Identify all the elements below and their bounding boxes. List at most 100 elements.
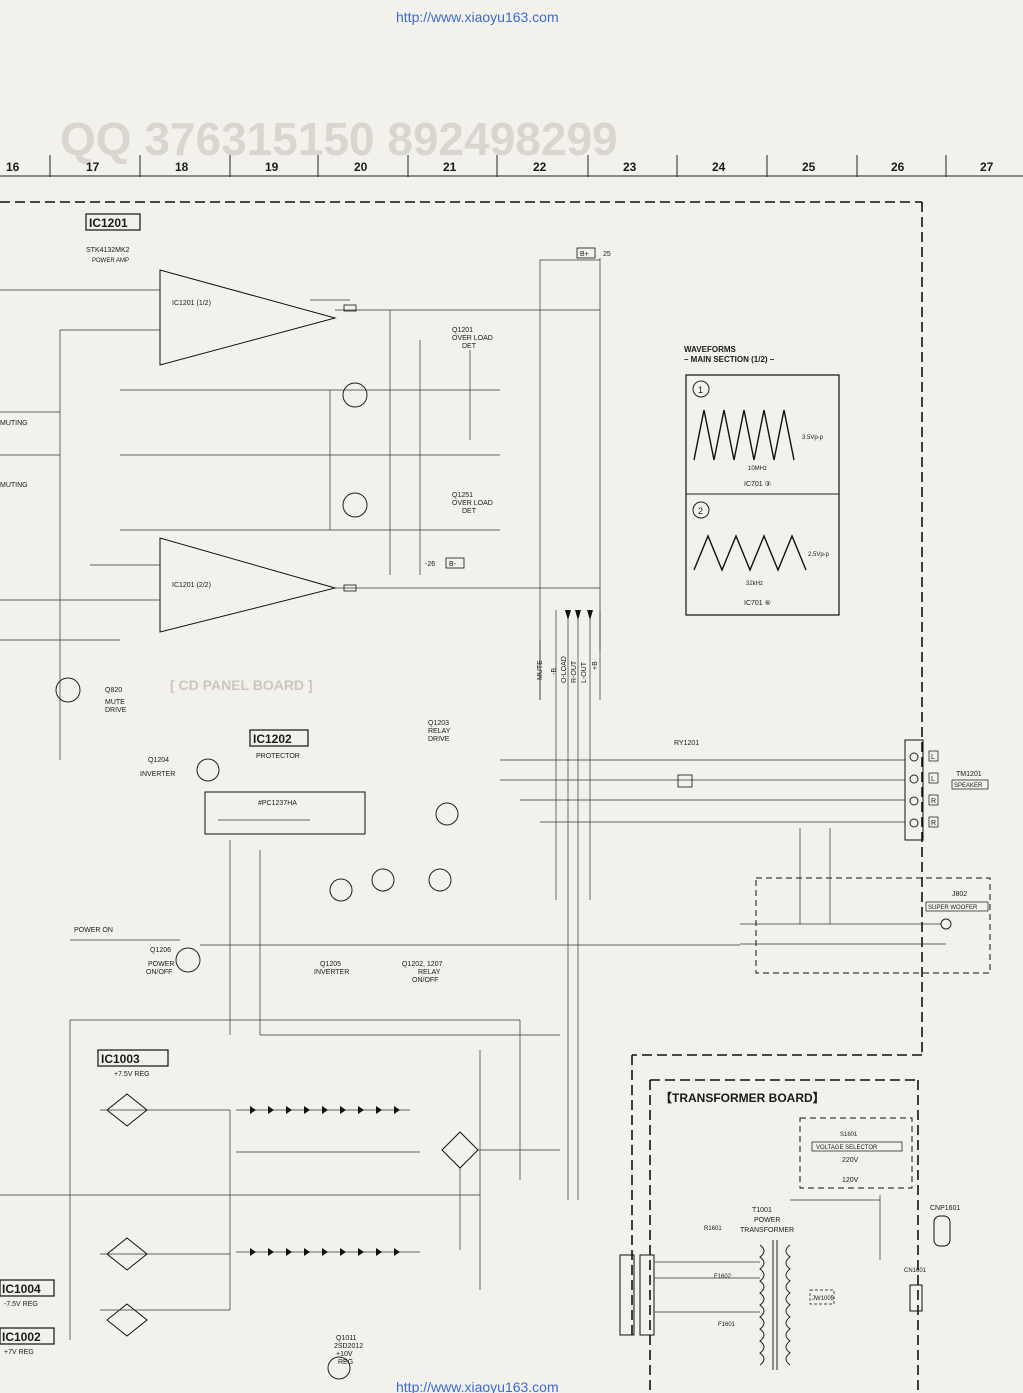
voltage-selector-120: 120V (842, 1177, 859, 1184)
waveform-1-ref: IC701 ③ (744, 480, 771, 488)
woofer-name: SUPER WOOFER (928, 905, 978, 911)
grid-col-20: 20 (354, 160, 368, 174)
grid-col-27: 27 (980, 160, 994, 174)
q820-mute: MUTE (105, 699, 125, 706)
ic1002-desc: +7V REG (4, 1349, 34, 1356)
ic1002-block: IC1002 +7V REG (0, 1327, 55, 1356)
muting-label-2: MUTING (0, 482, 28, 489)
q1205-label: Q1205 (320, 961, 341, 968)
ic1201-half1: IC1201 (1/2) (172, 300, 211, 307)
ic1202-desc: PROTECTOR (256, 753, 300, 760)
q1206-power: POWER (148, 961, 174, 968)
grid-col-25: 25 (802, 160, 816, 174)
ic1004-desc: -7.5V REG (4, 1301, 38, 1308)
transformer-board-title: 【TRANSFORMER BOARD】 (660, 1090, 825, 1105)
q1206-label: Q1206 (150, 947, 171, 954)
diode-array-top (236, 1106, 420, 1256)
ic1004-block: IC1004 -7.5V REG (0, 1279, 55, 1308)
q1203-drive: DRIVE (428, 736, 450, 743)
reg-10v: Q1011 2SD2012 +10V REG (334, 1335, 363, 1366)
q1251-det: DET (462, 508, 477, 515)
q1203-label: Q1203 (428, 720, 449, 727)
waveform-1-freq: 10MHz (748, 466, 767, 472)
ic1202-ref: IC1202 (253, 732, 292, 746)
control-wiring (69, 840, 740, 1340)
power-on-label: POWER ON (74, 927, 113, 934)
voltage-selector-ref: S1601 (840, 1132, 858, 1138)
rail-bminus: B- -26 (425, 557, 465, 569)
q1201-label: Q1201 (452, 327, 473, 334)
muting-label-1: MUTING (0, 420, 28, 427)
t1001-power: POWER (754, 1217, 780, 1224)
speaker-term-1: L (931, 754, 935, 761)
bus-oload: O-LOAD (561, 656, 568, 683)
waveform-1-amp: 3.5Vp-p (802, 435, 824, 441)
waveform-2-ref: IC701 ⑥ (744, 599, 771, 607)
ic1004-ref: IC1004 (2, 1282, 41, 1296)
q1206-onoff: ON/OFF (146, 969, 172, 976)
bridge-rectifier (441, 1131, 560, 1250)
q820-drive: DRIVE (105, 707, 127, 714)
super-woofer-block: J802 SUPER WOOFER (740, 828, 991, 974)
cd-panel-ghost: [ CD PANEL BOARD ] (170, 677, 313, 693)
bus-plus-b: +B (592, 661, 599, 670)
ic1201-block: IC1201 STK4132MK2 POWER AMP IC1201 (1/2)… (85, 213, 337, 633)
q1201-function: OVER LOAD (452, 335, 493, 342)
rail-bplus-top: B+ 25 (576, 247, 611, 259)
lower-channel-wiring (0, 564, 600, 641)
bus-rout: R-OUT (571, 660, 578, 683)
waveforms-subtitle: – MAIN SECTION (1/2) – (684, 355, 775, 364)
q1204-label: Q1204 (148, 757, 169, 764)
ic1002-ref: IC1002 (2, 1330, 41, 1344)
waveform-2-amp: 2.5Vp-p (808, 552, 830, 558)
ic1202-block: IC1202 PROTECTOR #PC1237HA (204, 729, 366, 835)
reg-10v-ref: Q1011 (336, 1335, 357, 1342)
rail-bplus-label: B+ (580, 251, 589, 258)
f1601-label: F1601 (718, 1322, 736, 1328)
speaker-term-4: R (931, 820, 936, 827)
voltage-selector-name: VOLTAGE SELECTOR (816, 1145, 878, 1151)
watermark-url-bottom: http://www.xiaoyu163.com (396, 1379, 559, 1393)
f1602-label: F1602 (714, 1274, 732, 1280)
signal-bus: MUTE -B O-LOAD R-OUT L-OUT +B (537, 610, 601, 1200)
cn1601-label: CN1601 (904, 1268, 927, 1274)
cnp1601-label: CNP1601 (930, 1205, 960, 1212)
ic1201-half2: IC1201 (2/2) (172, 582, 211, 589)
q820-label: Q820 (105, 687, 122, 694)
t1001-ref: T1001 (752, 1207, 772, 1214)
speaker-ref: TM1201 (956, 771, 982, 778)
upper-channel-wiring (0, 258, 601, 760)
grid-col-19: 19 (265, 160, 279, 174)
ic1003-desc: +7.5V REG (114, 1071, 150, 1078)
waveforms-panel: WAVEFORMS – MAIN SECTION (1/2) – 1 3.5Vp… (684, 345, 840, 616)
relay-speaker-wiring: RY1201 L L R R TM1201 SPEAKER (500, 739, 989, 841)
bus-lout: L-OUT (581, 661, 588, 683)
q1204-inverter: INVERTER (140, 771, 175, 778)
reg-10v-voltage: +10V (336, 1351, 353, 1358)
grid-col-26: 26 (891, 160, 905, 174)
jw1005-label: JW1005 (812, 1296, 835, 1302)
rail-m26-label: -26 (425, 561, 435, 568)
reg-10v-part: 2SD2012 (334, 1343, 363, 1350)
waveform-1-num: 1 (698, 385, 703, 395)
rail-25-label: 25 (603, 251, 611, 258)
ic1003-block: IC1003 +7.5V REG (0, 1049, 480, 1337)
q1202-1207-relay: RELAY (418, 969, 441, 976)
main-board-outline (0, 201, 923, 1335)
grid-col-16: 16 (6, 160, 20, 174)
speaker-term-2: L (931, 776, 935, 783)
grid-col-21: 21 (443, 160, 457, 174)
voltage-selector-220: 220V (842, 1157, 859, 1164)
speaker-name: SPEAKER (954, 783, 983, 789)
bus-mute: MUTE (537, 660, 544, 680)
grid-col-23: 23 (623, 160, 637, 174)
watermark-url-top: http://www.xiaoyu163.com (396, 9, 559, 25)
waveforms-title: WAVEFORMS (684, 345, 737, 354)
grid-col-22: 22 (533, 160, 547, 174)
q1251-label: Q1251 (452, 492, 473, 499)
q1205-inverter: INVERTER (314, 969, 349, 976)
r1601-label: R1601 (704, 1226, 722, 1232)
ic1003-ref: IC1003 (101, 1052, 140, 1066)
rail-bminus-label: B- (449, 561, 457, 568)
